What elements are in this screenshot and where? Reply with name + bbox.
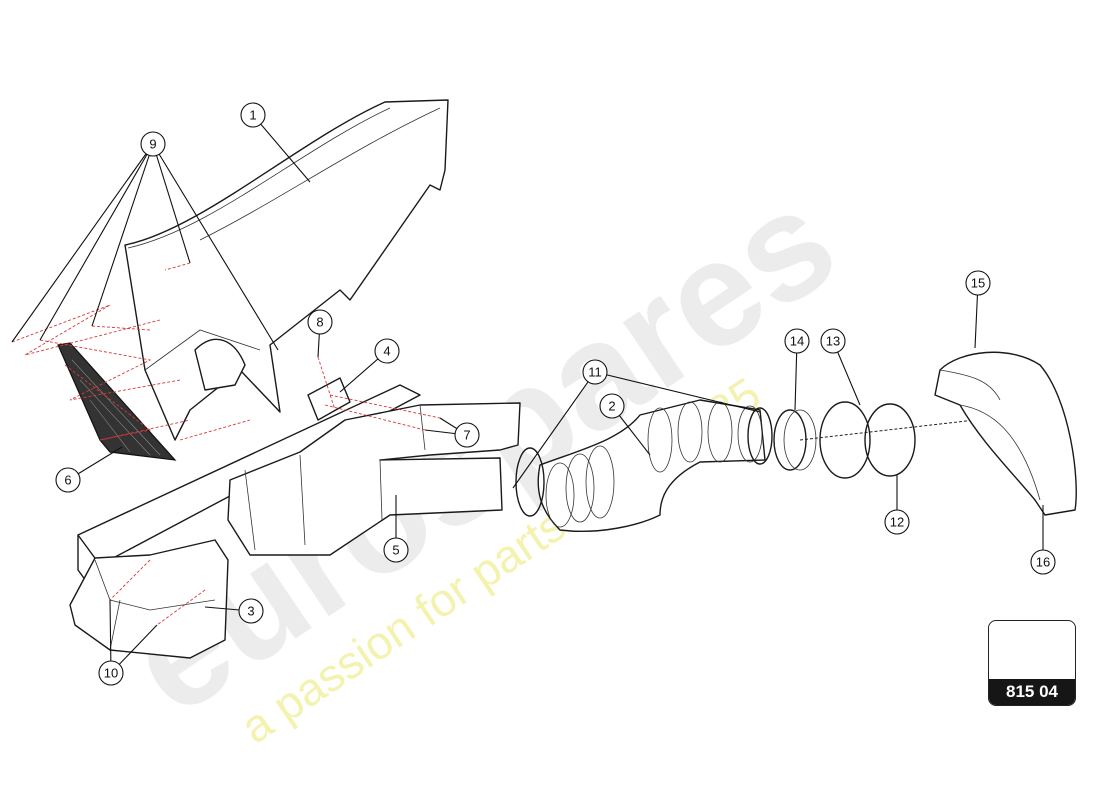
callout-label: 8 <box>316 315 323 330</box>
part-14-ring <box>773 409 807 471</box>
callout-label: 7 <box>463 428 470 443</box>
part-15-cover <box>934 351 1077 516</box>
callout-label: 15 <box>971 276 985 291</box>
callout-label: 5 <box>392 543 399 558</box>
part-12-ring <box>864 403 916 477</box>
callout-13[interactable]: 13 <box>820 328 846 354</box>
callout-1[interactable]: 1 <box>240 102 266 128</box>
callout-8[interactable]: 8 <box>307 309 333 335</box>
callout-label: 10 <box>104 666 118 681</box>
reference-code-box: 815 04 <box>988 620 1076 706</box>
callout-label: 1 <box>249 108 256 123</box>
callout-7[interactable]: 7 <box>454 422 480 448</box>
part-3-duct <box>69 539 229 659</box>
callout-12[interactable]: 12 <box>884 509 910 535</box>
part-13-adapter <box>819 401 871 479</box>
part-2-hose <box>537 399 766 533</box>
callout-label: 9 <box>149 137 156 152</box>
callout-10[interactable]: 10 <box>98 660 124 686</box>
callout-6[interactable]: 6 <box>55 467 81 493</box>
fastener-paths <box>11 262 441 626</box>
callout-label: 2 <box>608 399 615 414</box>
callout-11[interactable]: 11 <box>582 359 608 385</box>
part-11-clamp-b <box>747 407 773 465</box>
callout-14[interactable]: 14 <box>784 328 810 354</box>
callout-label: 3 <box>247 604 254 619</box>
callout-label: 16 <box>1036 555 1050 570</box>
callout-3[interactable]: 3 <box>238 598 264 624</box>
callout-16[interactable]: 16 <box>1030 549 1056 575</box>
callout-label: 13 <box>826 334 840 349</box>
part-11-clamp-a <box>515 447 545 517</box>
callout-label: 11 <box>588 365 602 380</box>
reference-code: 815 04 <box>989 679 1075 705</box>
callout-2[interactable]: 2 <box>599 393 625 419</box>
callout-label: 12 <box>890 515 904 530</box>
part-4-bracket <box>307 377 351 421</box>
callout-label: 4 <box>383 344 390 359</box>
callout-label: 14 <box>790 334 804 349</box>
part-5-duct <box>227 402 521 556</box>
callout-15[interactable]: 15 <box>965 270 991 296</box>
callout-5[interactable]: 5 <box>383 537 409 563</box>
callout-4[interactable]: 4 <box>374 338 400 364</box>
callout-label: 6 <box>64 473 71 488</box>
part-1-panel <box>124 99 449 441</box>
callout-9[interactable]: 9 <box>140 131 166 157</box>
